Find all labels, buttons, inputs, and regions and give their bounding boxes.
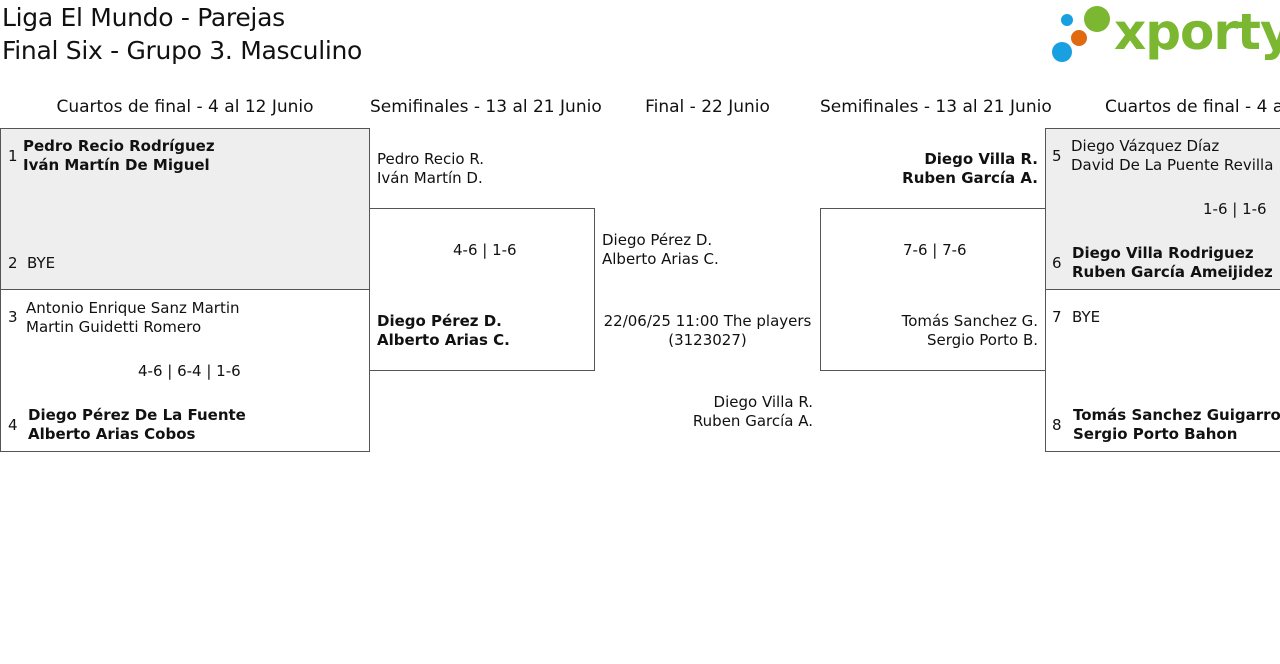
player-name: Ruben García Ameijidez: [1072, 263, 1273, 281]
xporty-logo: xporty: [1050, 3, 1280, 68]
match-card-q2[interactable]: 3 Antonio Enrique Sanz Martin Martin Gui…: [0, 289, 370, 452]
player-name: Tomás Sanchez Guigarro: [1073, 406, 1280, 424]
player-name: Diego Pérez De La Fuente: [28, 406, 246, 424]
match-card-q4[interactable]: 7 BYE 8 Tomás Sanchez Guigarro Sergio Po…: [1045, 289, 1280, 452]
player-name: Iván Martín De Miguel: [23, 156, 210, 174]
logo-dot-blue-small: [1061, 14, 1073, 26]
match-score: 4-6 | 6-4 | 1-6: [138, 362, 241, 380]
player-name: Diego Villa R.: [713, 393, 813, 411]
round-header-right-semis: Semifinales - 13 al 21 Junio: [820, 97, 1052, 117]
final-match-id: (3123027): [668, 331, 747, 349]
player-name: Ruben García A.: [902, 169, 1038, 187]
match-score: 4-6 | 1-6: [453, 241, 517, 259]
match-card-semi-right[interactable]: 7-6 | 7-6 Tomás Sanchez G. Sergio Porto …: [820, 208, 1046, 371]
player-name: Pedro Recio Rodríguez: [23, 137, 215, 155]
player-name: Diego Pérez D.: [377, 312, 502, 330]
player-name: Antonio Enrique Sanz Martin: [26, 299, 240, 317]
match-score: 1-6 | 1-6: [1203, 200, 1267, 218]
logo-dot-green: [1084, 6, 1110, 32]
round-header-right-quarters: Cuartos de final - 4 a: [1105, 97, 1280, 117]
player-name: Tomás Sanchez G.: [901, 312, 1038, 330]
round-header-left-quarters: Cuartos de final - 4 al 12 Junio: [56, 97, 314, 117]
player-name: Sergio Porto Bahon: [1073, 425, 1238, 443]
match-card-q1[interactable]: 1 Pedro Recio Rodríguez Iván Martín De M…: [0, 128, 370, 290]
player-name: Alberto Arias C.: [377, 331, 510, 349]
logo-dot-blue: [1052, 42, 1072, 62]
round-header-left-semis: Semifinales - 13 al 21 Junio: [370, 97, 602, 117]
seed-number: 5: [1052, 147, 1062, 165]
player-name: Martin Guidetti Romero: [26, 318, 202, 336]
match-card-q3[interactable]: 5 Diego Vázquez Díaz David De La Puente …: [1045, 128, 1280, 290]
player-name: David De La Puente Revilla: [1071, 156, 1274, 174]
player-name: Sergio Porto B.: [926, 331, 1038, 349]
match-card-semi-left[interactable]: 4-6 | 1-6 Diego Pérez D. Alberto Arias C…: [369, 208, 595, 371]
seed-number: 6: [1052, 254, 1062, 272]
league-title: Liga El Mundo - Parejas: [2, 3, 285, 32]
round-header-final: Final - 22 Junio: [645, 97, 770, 117]
seed-number: 2: [8, 254, 18, 272]
player-name: Pedro Recio R.: [377, 150, 485, 168]
seed-number: 3: [8, 308, 18, 326]
bye-label: BYE: [1072, 308, 1101, 326]
player-name: Ruben García A.: [692, 412, 813, 430]
bye-label: BYE: [27, 254, 56, 272]
seed-number: 1: [8, 147, 18, 165]
player-name: Diego Villa R.: [924, 150, 1038, 168]
logo-text: xporty: [1114, 3, 1280, 61]
player-name: Diego Vázquez Díaz: [1071, 137, 1220, 155]
player-name: Alberto Arias C.: [602, 250, 719, 268]
seed-number: 8: [1052, 416, 1062, 434]
player-name: Diego Pérez D.: [602, 231, 713, 249]
player-name: Diego Villa Rodriguez: [1072, 244, 1254, 262]
player-name: Alberto Arias Cobos: [28, 425, 196, 443]
player-name: Iván Martín D.: [377, 169, 483, 187]
logo-dot-orange: [1071, 30, 1087, 46]
seed-number: 4: [8, 416, 18, 434]
group-title: Final Six - Grupo 3. Masculino: [2, 36, 363, 65]
match-score: 7-6 | 7-6: [903, 241, 967, 259]
final-match-info: 22/06/25 11:00 The players: [603, 312, 812, 330]
seed-number: 7: [1052, 308, 1062, 326]
